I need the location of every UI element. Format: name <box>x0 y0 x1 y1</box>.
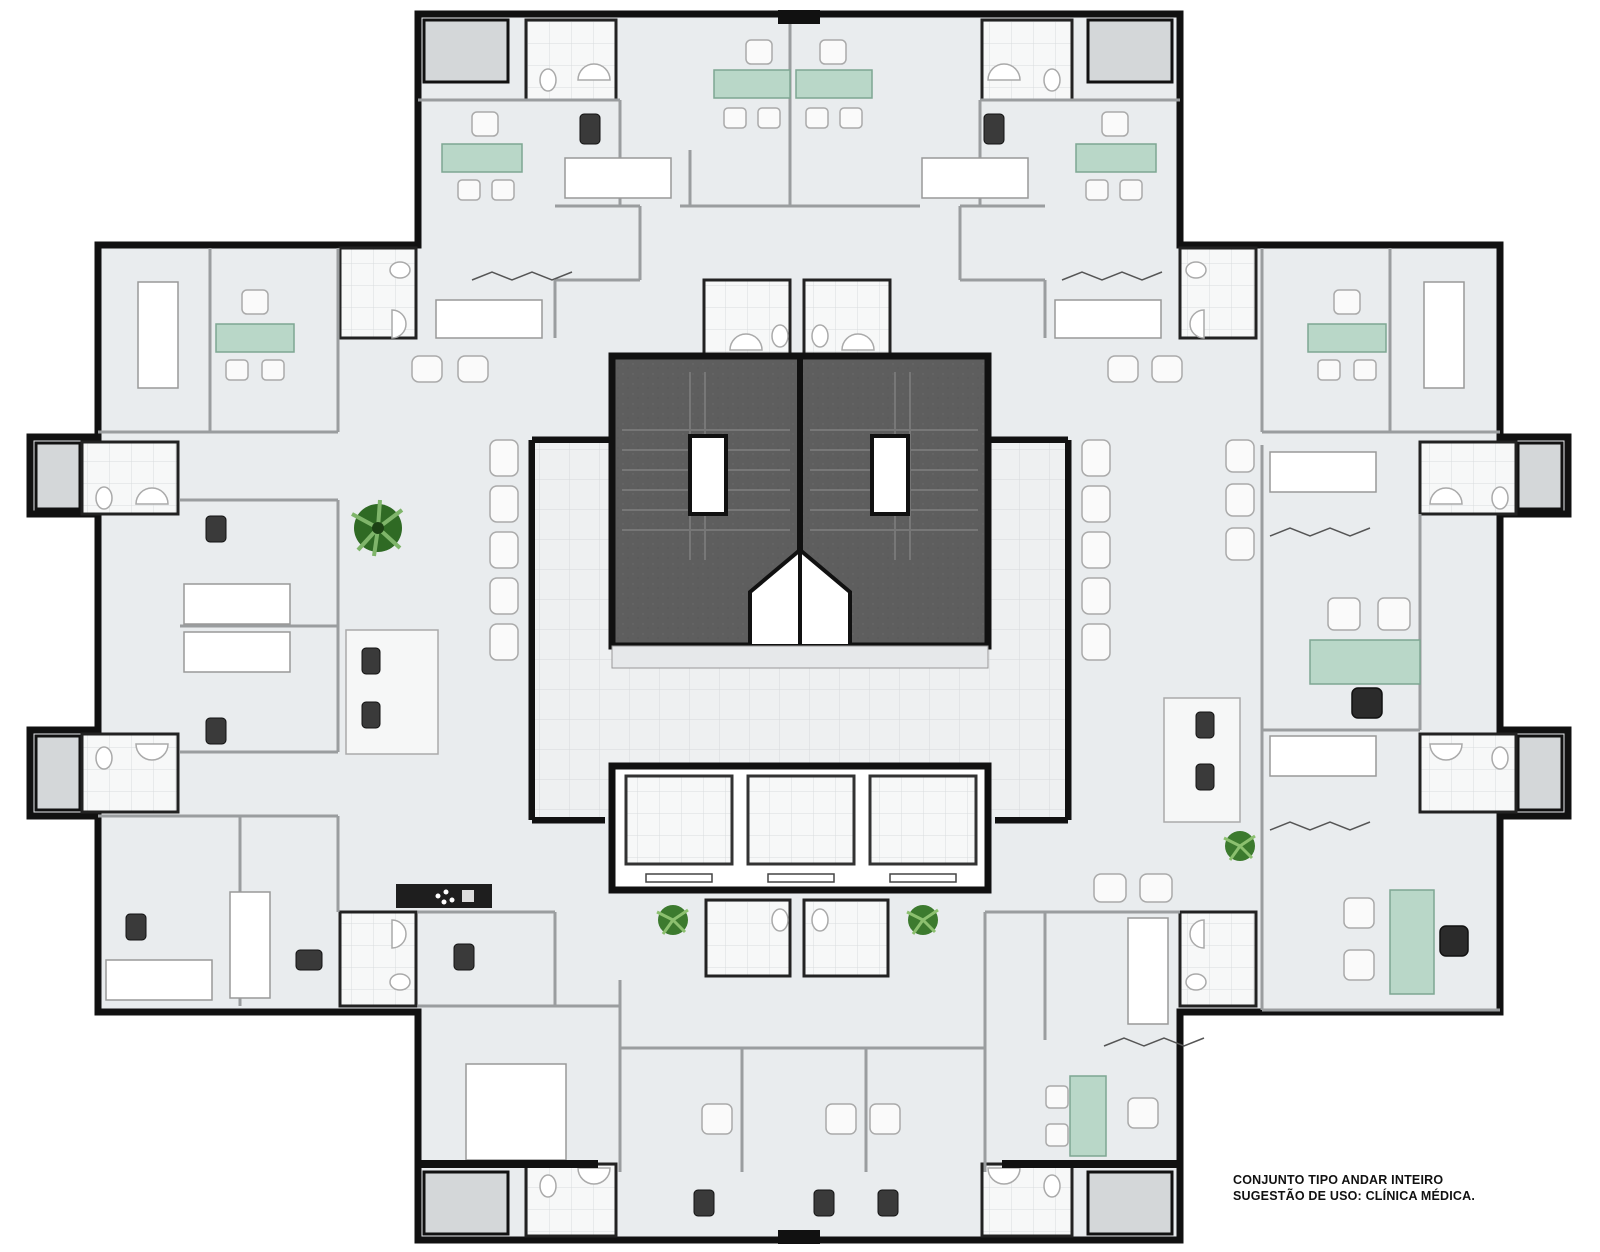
core-walls <box>528 436 1072 824</box>
office-chair-icon <box>125 113 1215 1217</box>
chair-icon <box>225 39 1469 1147</box>
elevator-icon <box>608 762 992 894</box>
caption-line-1: CONJUNTO TIPO ANDAR INTEIRO <box>1233 1173 1444 1187</box>
curtain-icon <box>471 271 1371 1047</box>
toilet-icon <box>95 68 1509 1198</box>
bed-icon <box>105 157 1465 1161</box>
stair-core-icon <box>608 352 992 669</box>
plant-icon <box>351 499 1256 935</box>
balconies <box>34 18 1564 1236</box>
desk-icon <box>215 69 1435 1157</box>
plan-caption: CONJUNTO TIPO ANDAR INTEIRO SUGESTÃO DE … <box>1233 1172 1475 1204</box>
interior-walls <box>98 20 1500 1172</box>
exterior-wall-accents <box>418 10 1180 1244</box>
counter-icon <box>396 884 492 908</box>
caption-line-2: SUGESTÃO DE USO: CLÍNICA MÉDICA. <box>1233 1189 1476 1203</box>
sink-icon <box>135 63 1463 1185</box>
